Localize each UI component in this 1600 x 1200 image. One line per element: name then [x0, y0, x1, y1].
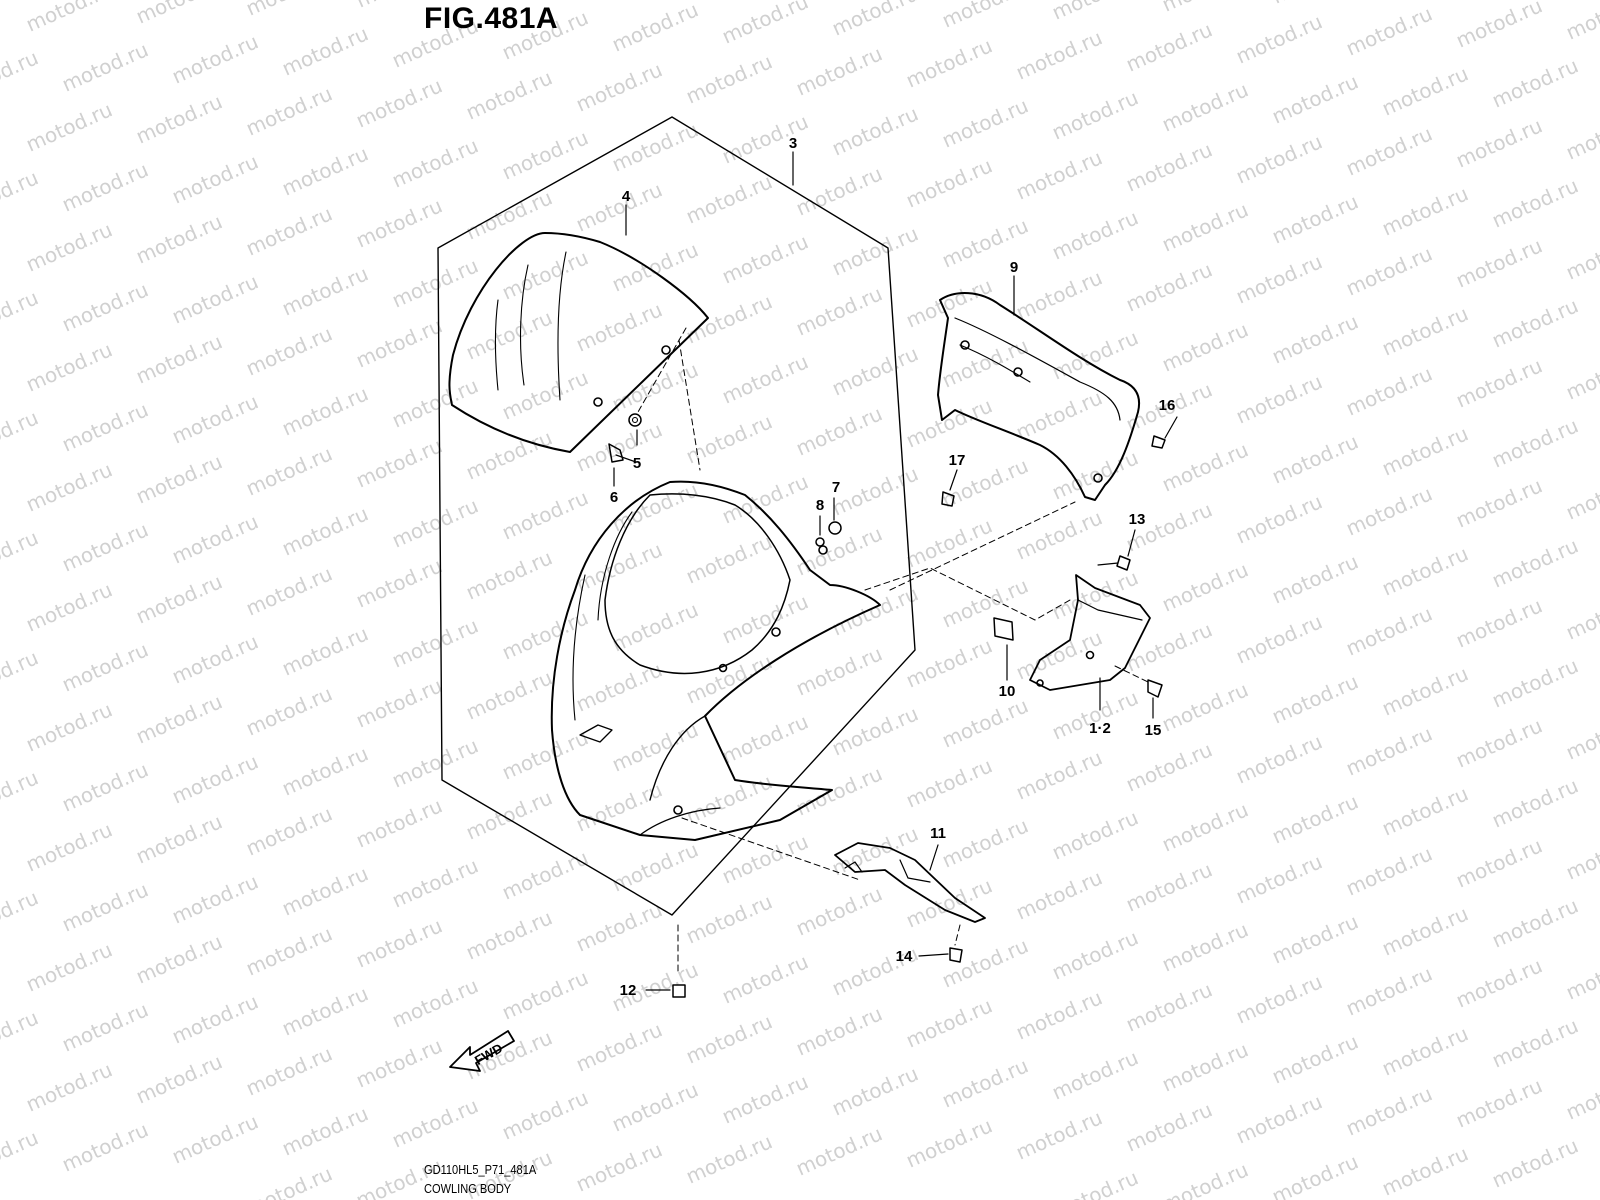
upper-cowl-part [550, 480, 881, 841]
callout-13: 13 [1129, 511, 1146, 528]
callout-7: 7 [832, 479, 840, 496]
callout-5: 5 [633, 455, 641, 472]
callout-17: 17 [949, 452, 966, 469]
callout-4: 4 [622, 188, 631, 205]
callout-6: 6 [610, 489, 618, 506]
stay-bracket-part [834, 842, 986, 923]
fasteners [608, 413, 1166, 998]
bolt-16 [1151, 435, 1166, 449]
callout-10: 10 [999, 683, 1016, 700]
callout-12: 12 [620, 982, 637, 999]
figure-title: FIG.481A [424, 2, 559, 35]
washer-8 [815, 537, 825, 547]
inner-panel-part [937, 292, 1140, 501]
leader-lines [613, 151, 1178, 991]
bolt-13 [1116, 555, 1131, 571]
callout-14: 14 [896, 948, 913, 965]
callout-11: 11 [930, 825, 946, 842]
alignment-lines [637, 327, 1149, 976]
windscreen-part [448, 232, 709, 453]
callout-15: 15 [1145, 722, 1162, 739]
figure-name: COWLING BODY [424, 1181, 512, 1196]
bracket-part [1029, 574, 1151, 691]
callouts: 1·2 3 4 5 6 7 8 9 10 11 12 13 14 15 16 1… [610, 135, 1176, 999]
assembly-outline [437, 116, 916, 916]
bolt-12 [672, 984, 686, 998]
clip-nut-part [993, 617, 1014, 641]
grommet-7 [828, 521, 842, 535]
callout-1-2: 1·2 [1089, 720, 1111, 737]
grommet-5 [628, 413, 642, 427]
callout-3: 3 [789, 135, 797, 152]
figure-code: GD110HL5_P71_481A [424, 1162, 537, 1177]
callout-16: 16 [1159, 397, 1176, 414]
bolt-14 [949, 947, 963, 963]
bolt-15 [1147, 679, 1163, 698]
fwd-arrow-icon [449, 1030, 515, 1072]
bolt-6 [608, 443, 624, 463]
callout-9: 9 [1010, 259, 1018, 276]
screw-17 [941, 491, 955, 507]
callout-8: 8 [816, 497, 824, 514]
